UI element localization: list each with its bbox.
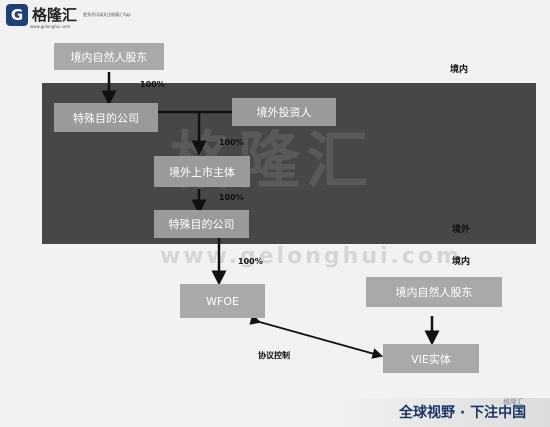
logo-mark-icon: G	[6, 4, 28, 26]
zone-label-domestic-top: 境内	[450, 65, 469, 75]
node-spv-bottom: 特殊目的公司	[154, 210, 249, 238]
edge-agreement-control	[249, 314, 384, 359]
edge-label-pct-2: 100%	[219, 138, 244, 147]
node-vie-entity: VIE实体	[383, 344, 479, 373]
edge-label-pct-1: 100%	[140, 80, 165, 89]
footer-bar	[0, 398, 550, 427]
node-listed-entity: 境外上市主体	[154, 156, 250, 187]
corner-watermark: 格隆汇	[503, 398, 524, 406]
node-domestic-shareholder-bottom: 境内自然人股东	[366, 277, 502, 307]
logo-tagline: 更多资讯请关注格隆汇App	[83, 11, 131, 17]
zone-label-domestic-bottom: 境内	[452, 257, 471, 267]
edge-label-pct-3: 100%	[219, 193, 244, 202]
zone-label-overseas: 境外	[452, 225, 471, 235]
watermark-url: www.gelonghui.com	[160, 244, 462, 269]
node-wfoe: WFOE	[180, 284, 265, 318]
node-domestic-shareholder-top: 境内自然人股东	[54, 43, 164, 70]
logo-name: 格隆汇	[32, 5, 78, 24]
edge-label-agreement: 协议控制	[258, 351, 290, 360]
node-foreign-investor: 境外投资人	[232, 98, 336, 126]
logo-url: www.gelonghui.com	[30, 24, 71, 29]
brand-logo: G 格隆汇 更多资讯请关注格隆汇App	[6, 4, 131, 26]
node-spv-top: 特殊目的公司	[54, 103, 158, 132]
footer-slogan: 全球视野 · 下注中国	[399, 405, 527, 421]
edge-label-pct-4: 100%	[238, 257, 263, 266]
